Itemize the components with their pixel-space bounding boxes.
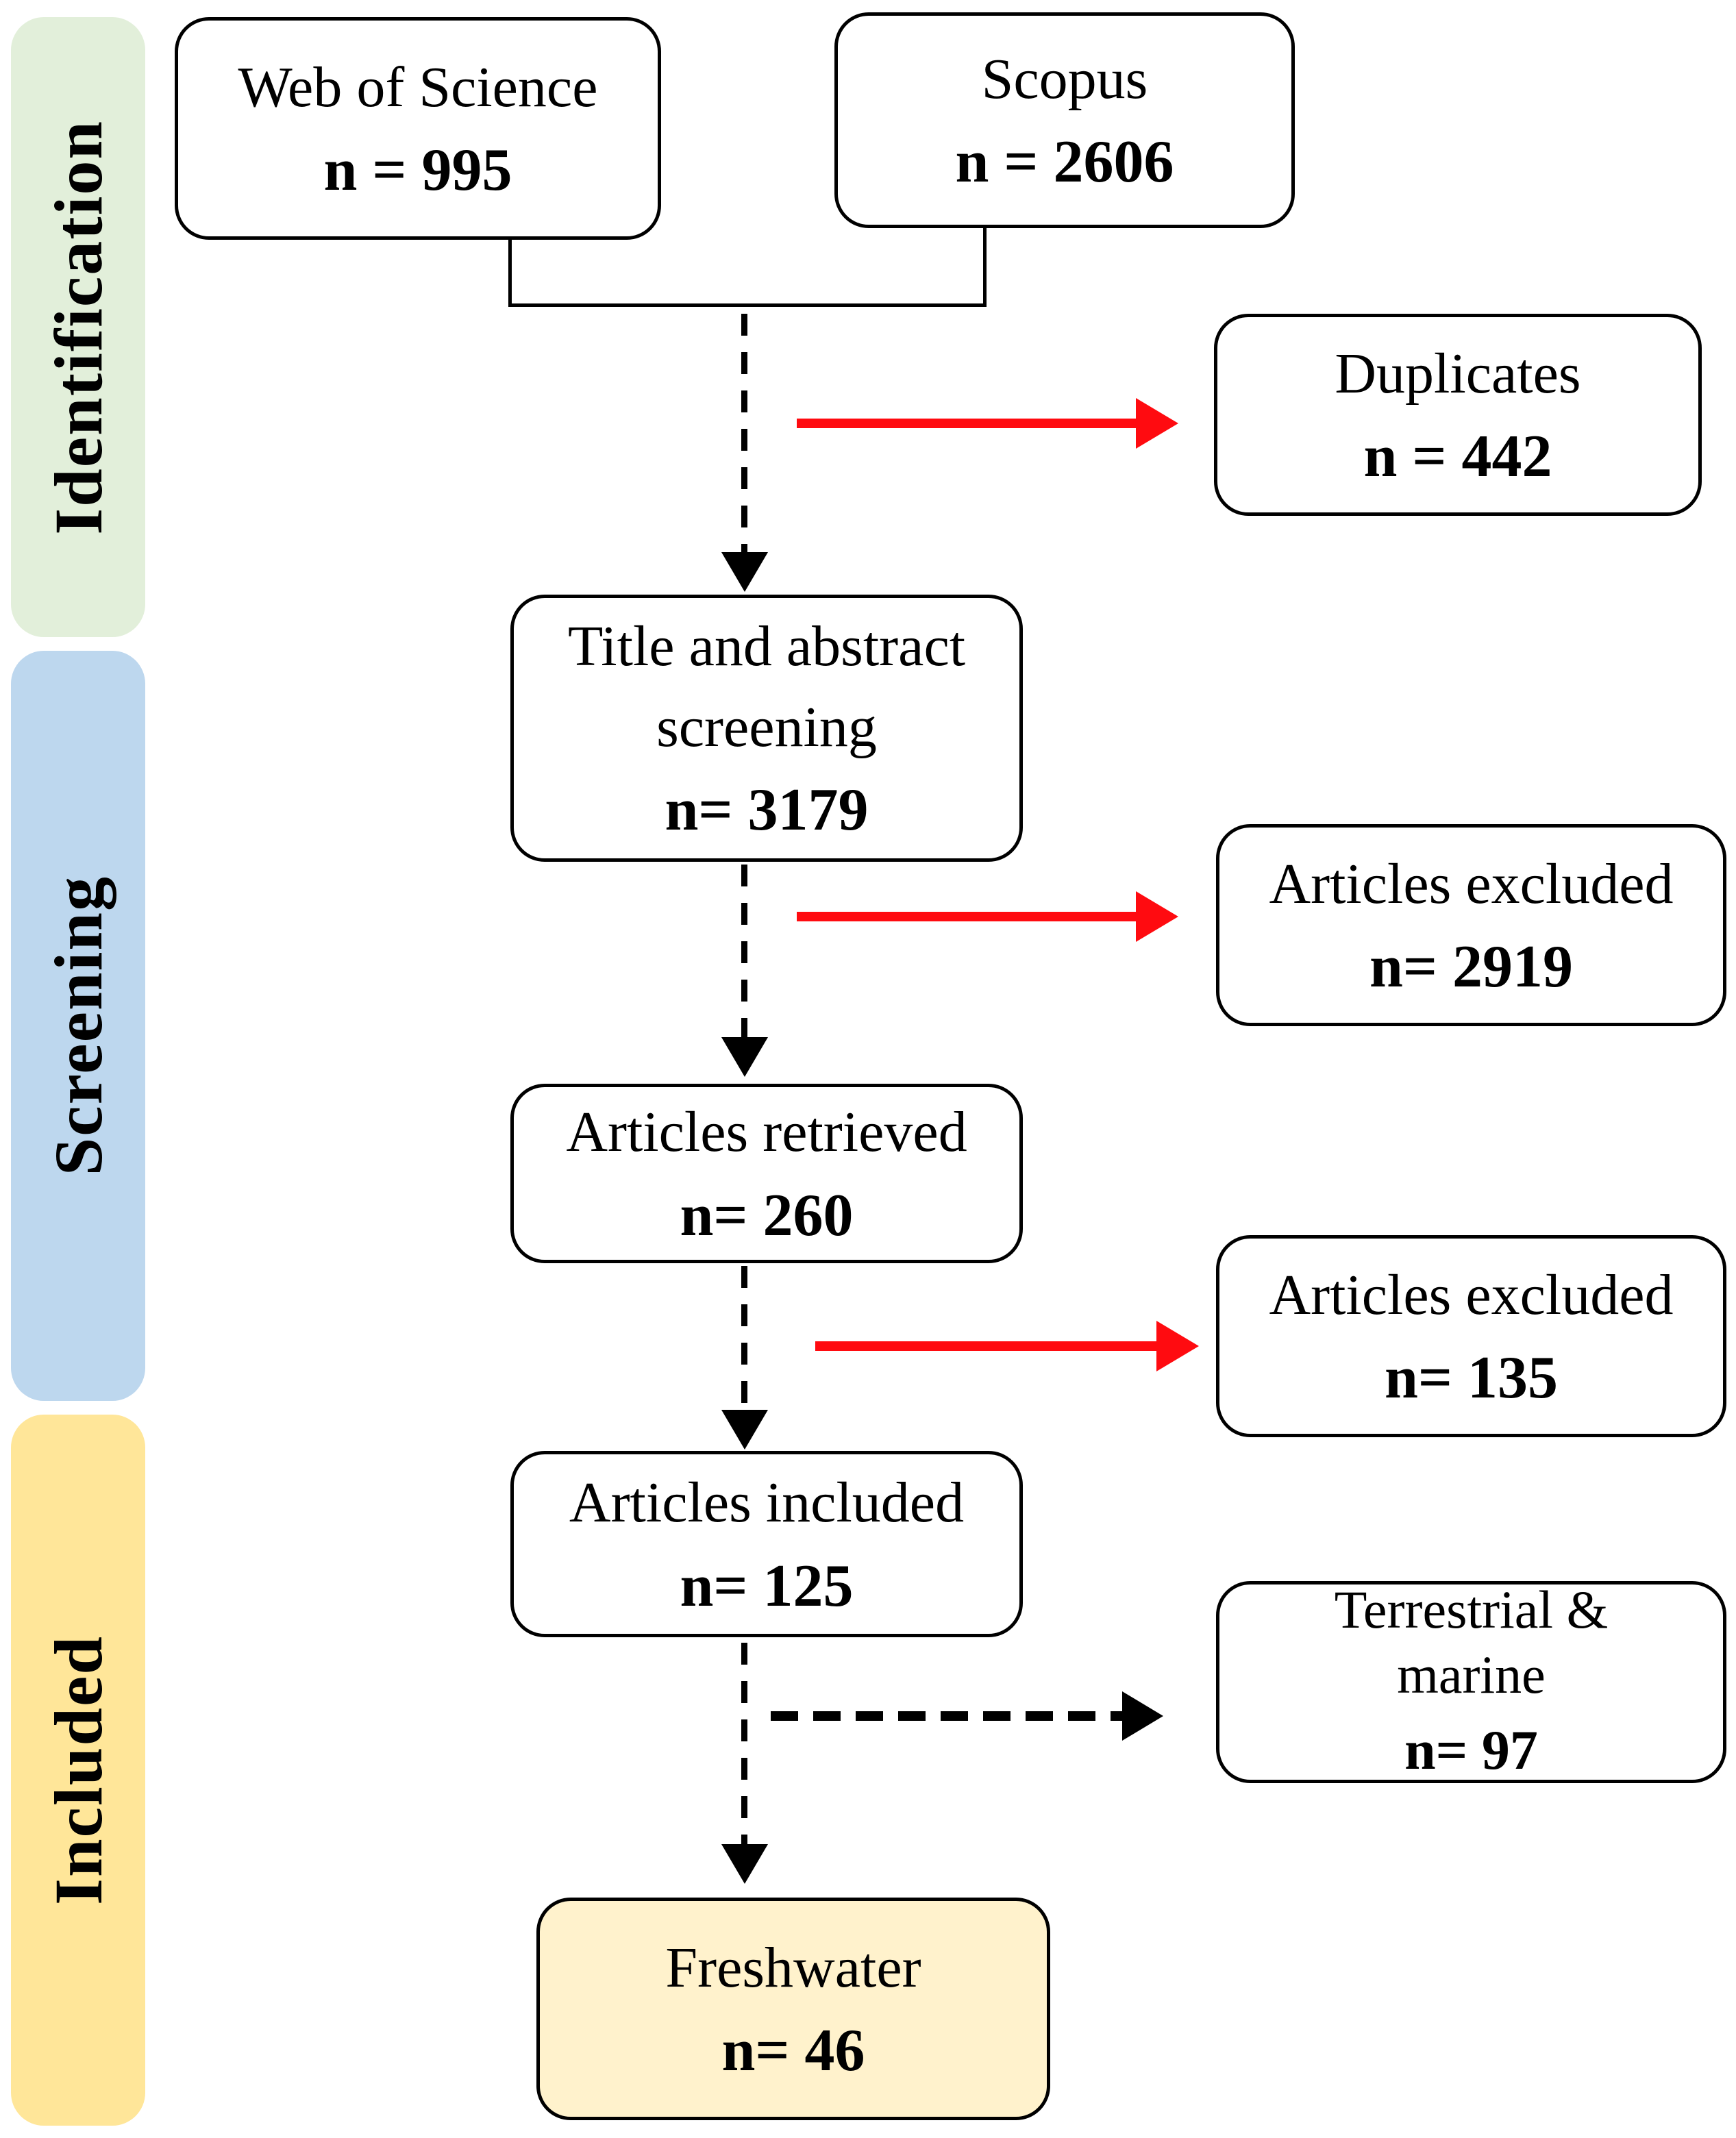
box-articles-retrieved: Articles retrieved n= 260 bbox=[510, 1084, 1023, 1263]
side-arrow-terrestrial-shaft bbox=[771, 1711, 1124, 1721]
box-count: n = 442 bbox=[1363, 423, 1552, 490]
box-title-abstract-screening: Title and abstract screening n= 3179 bbox=[510, 595, 1023, 862]
stage-label-screening: Screening bbox=[40, 875, 116, 1176]
box-title: Web of Science bbox=[238, 55, 598, 119]
box-articles-excluded-2: Articles excluded n= 135 bbox=[1216, 1235, 1726, 1437]
box-title: Articles excluded bbox=[1269, 1263, 1674, 1327]
connector-wos-down bbox=[508, 240, 512, 306]
exclusion-arrow-1-arrowhead-right bbox=[1136, 891, 1178, 942]
stage-band-included: Included bbox=[11, 1415, 145, 2126]
flow-arrow-1-shaft bbox=[741, 314, 747, 554]
flow-arrow-3-shaft bbox=[741, 1266, 747, 1411]
box-count: n= 125 bbox=[680, 1552, 854, 1619]
box-title: Articles retrieved bbox=[566, 1100, 967, 1164]
flow-arrow-3-arrowhead-down bbox=[721, 1410, 768, 1450]
box-count: n= 46 bbox=[721, 2017, 865, 2085]
box-title: Articles excluded bbox=[1269, 852, 1674, 916]
box-terrestrial-marine: Terrestrial & marine n= 97 bbox=[1216, 1580, 1726, 1783]
stage-band-identification: Identification bbox=[11, 17, 145, 637]
exclusion-arrow-duplicates-shaft bbox=[797, 419, 1137, 428]
box-title: Scopus bbox=[981, 47, 1148, 111]
box-title: Terrestrial & marine bbox=[1334, 1580, 1609, 1705]
exclusion-arrow-2-arrowhead-right bbox=[1156, 1321, 1199, 1371]
box-title: Duplicates bbox=[1335, 341, 1581, 406]
flow-arrow-1-arrowhead-down bbox=[721, 552, 768, 592]
flow-arrow-2-shaft bbox=[741, 865, 747, 1039]
box-count: n = 995 bbox=[323, 137, 512, 204]
box-freshwater: Freshwater n= 46 bbox=[536, 1898, 1050, 2120]
box-count: n= 260 bbox=[680, 1182, 854, 1249]
box-articles-included: Articles included n= 125 bbox=[510, 1451, 1023, 1637]
box-duplicates: Duplicates n = 442 bbox=[1214, 314, 1702, 516]
box-count: n= 2919 bbox=[1369, 934, 1574, 1001]
box-count: n = 2606 bbox=[955, 129, 1174, 196]
exclusion-arrow-duplicates-arrowhead-right bbox=[1136, 398, 1178, 449]
box-count: n= 135 bbox=[1384, 1345, 1559, 1412]
flow-arrow-2-arrowhead-down bbox=[721, 1037, 768, 1077]
flow-arrow-4-arrowhead-down bbox=[721, 1844, 768, 1884]
box-title: Title and abstract screening bbox=[567, 614, 966, 759]
connector-scopus-down bbox=[983, 228, 987, 306]
box-title: Freshwater bbox=[665, 1935, 921, 2000]
connector-merge-horizontal bbox=[508, 303, 987, 307]
flow-arrow-4-shaft bbox=[741, 1643, 747, 1845]
box-count: n= 97 bbox=[1404, 1719, 1538, 1782]
box-web-of-science: Web of Science n = 995 bbox=[175, 17, 661, 240]
side-arrow-terrestrial-arrowhead-right bbox=[1122, 1691, 1163, 1741]
box-scopus: Scopus n = 2606 bbox=[834, 12, 1295, 228]
box-articles-excluded-1: Articles excluded n= 2919 bbox=[1216, 824, 1726, 1026]
exclusion-arrow-2-shaft bbox=[815, 1341, 1158, 1351]
stage-band-screening: Screening bbox=[11, 651, 145, 1401]
box-title: Articles included bbox=[569, 1471, 965, 1534]
stage-label-included: Included bbox=[40, 1635, 116, 1905]
box-count: n= 3179 bbox=[665, 777, 869, 844]
stage-label-identification: Identification bbox=[40, 119, 116, 535]
exclusion-arrow-1-shaft bbox=[797, 912, 1137, 921]
